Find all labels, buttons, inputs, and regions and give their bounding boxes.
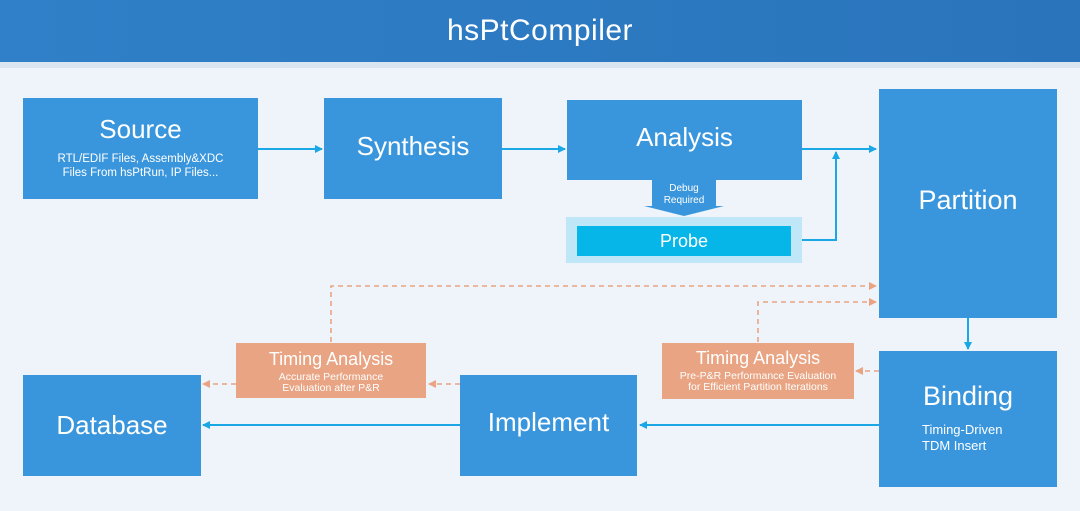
- debug-arrow: [644, 180, 724, 216]
- binding-description-line1: Timing-Driven: [922, 422, 1003, 437]
- implement-node: Implement: [460, 375, 637, 476]
- app-title: hsPtCompiler: [446, 14, 634, 47]
- partition-node: Partition: [879, 89, 1057, 318]
- feedback-post-timing-partition: [330, 282, 877, 342]
- database-title: Database: [56, 410, 168, 440]
- partition-title: Partition: [918, 185, 1018, 215]
- binding-description-line2: TDM Insert: [922, 438, 987, 453]
- probe-node: Probe: [577, 226, 791, 256]
- timing-pre-line1: Pre-P&R Performance Evaluation: [679, 370, 837, 382]
- timing-pre-line2: for Efficient Partition Iterations: [688, 381, 828, 393]
- app-header: hsPtCompiler: [0, 0, 1080, 62]
- debug-required-label: Debug Required: [648, 180, 720, 210]
- timing-analysis-post-node: Timing Analysis Accurate Performance Eva…: [236, 343, 426, 398]
- timing-pre-title: Timing Analysis: [695, 348, 821, 368]
- feedback-pre-timing-partition: [757, 298, 877, 342]
- source-node: Source RTL/EDIF Files, Assembly&XDC File…: [23, 98, 258, 199]
- arrow-probe-partition: [802, 151, 840, 241]
- database-node: Database: [23, 375, 201, 476]
- timing-post-title: Timing Analysis: [268, 349, 394, 369]
- binding-title: Binding: [922, 381, 1014, 411]
- source-description-line1: RTL/EDIF Files, Assembly&XDC: [57, 153, 224, 165]
- timing-post-line2: Evaluation after P&R: [282, 382, 380, 394]
- debug-label-line2: Required: [663, 195, 705, 206]
- binding-node: Binding Timing-Driven TDM Insert: [879, 351, 1057, 487]
- debug-label-line1: Debug: [669, 183, 699, 194]
- source-description-line2: Files From hsPtRun, IP Files...: [62, 167, 219, 179]
- synthesis-node: Synthesis: [324, 98, 502, 199]
- analysis-node: Analysis: [567, 100, 802, 180]
- timing-analysis-pre-node: Timing Analysis Pre-P&R Performance Eval…: [662, 343, 854, 399]
- header-divider: [0, 62, 1080, 68]
- timing-post-line1: Accurate Performance: [278, 371, 384, 383]
- probe-title: Probe: [659, 230, 709, 251]
- analysis-title: Analysis: [636, 122, 733, 152]
- synthesis-title: Synthesis: [356, 131, 470, 161]
- source-title: Source: [99, 114, 182, 144]
- implement-title: Implement: [487, 407, 610, 437]
